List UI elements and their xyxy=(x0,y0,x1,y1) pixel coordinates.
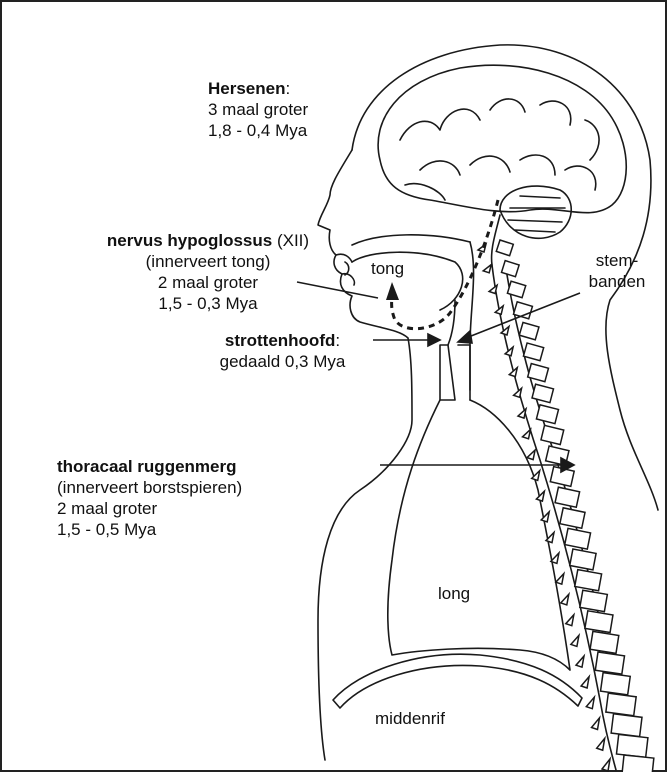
vertebra xyxy=(496,240,513,256)
vocal-line2: banden xyxy=(582,271,652,292)
vertebra xyxy=(565,528,591,549)
brain-line2: 1,8 - 0,4 Mya xyxy=(208,120,308,141)
tongue-label: tong xyxy=(371,258,404,279)
nerve-title: nervus hypoglossus xyxy=(107,231,272,250)
spinous-process xyxy=(518,409,526,418)
diaphragm xyxy=(333,654,582,708)
nerve-line2: 2 maal groter xyxy=(58,272,358,293)
spinous-process xyxy=(556,574,564,585)
vertebra xyxy=(601,673,631,695)
brain-title: Hersenen xyxy=(208,79,285,98)
vertebra xyxy=(611,714,642,737)
nerve-line3: 1,5 - 0,3 Mya xyxy=(58,293,358,314)
spinous-process xyxy=(483,265,491,273)
spinous-process xyxy=(527,450,535,460)
larynx-line1: gedaald 0,3 Mya xyxy=(190,351,375,372)
vertebra xyxy=(523,343,543,361)
vertebra xyxy=(585,611,613,633)
nerve-arrowhead xyxy=(386,282,399,300)
vertebra xyxy=(590,631,619,653)
vocal-line1: stem- xyxy=(582,250,652,271)
vertebra xyxy=(532,384,553,402)
spinous-process xyxy=(505,347,513,356)
nerve-suffix: (XII) xyxy=(272,231,309,250)
vertebra xyxy=(560,508,585,528)
spinous-process xyxy=(581,677,589,688)
spinous-process xyxy=(489,285,497,293)
diaphragm-label: middenrif xyxy=(375,708,445,729)
spinous-process xyxy=(551,553,559,563)
spine-line2: 2 maal groter xyxy=(57,498,242,519)
vertebra xyxy=(575,570,602,591)
vertebra xyxy=(622,755,654,772)
spinous-process xyxy=(602,759,610,771)
vertebra xyxy=(555,487,580,507)
vertebra xyxy=(606,693,636,715)
spinal-cord-left xyxy=(492,265,616,770)
larynx-title: strottenhoofd xyxy=(225,331,335,350)
spine-label: thoracaal ruggenmerg (innerveert borstsp… xyxy=(57,456,242,540)
spinous-process xyxy=(571,635,579,646)
vertebra xyxy=(536,405,558,424)
spinous-process xyxy=(576,656,584,667)
nerve-line1: (innerveert tong) xyxy=(58,251,358,272)
spine-line1: (innerveert borstspieren) xyxy=(57,477,242,498)
larynx-label: strottenhoofd: gedaald 0,3 Mya xyxy=(190,330,375,372)
spinous-process xyxy=(561,594,569,605)
vertebra xyxy=(580,590,607,611)
lung-label: long xyxy=(438,583,470,604)
spinous-process xyxy=(523,429,531,438)
brain-line1: 3 maal groter xyxy=(208,99,308,120)
palate xyxy=(352,235,470,245)
spinous-process xyxy=(586,697,594,709)
spinous-process xyxy=(566,615,574,626)
vertebra xyxy=(570,549,596,570)
vertebra xyxy=(595,652,624,674)
vertebra xyxy=(519,322,539,339)
spine-line3: 1,5 - 0,5 Mya xyxy=(57,519,242,540)
spinous-process xyxy=(597,738,605,750)
spinous-process xyxy=(536,491,544,501)
spine-title: thoracaal ruggenmerg xyxy=(57,457,237,476)
vertebra xyxy=(541,425,564,444)
larynx-shape xyxy=(440,345,470,400)
vertebra xyxy=(502,261,520,277)
spinous-process xyxy=(592,718,600,730)
vertebra xyxy=(616,734,647,757)
hypoglossal-nerve-path xyxy=(392,200,498,329)
larynx-suffix: : xyxy=(335,331,340,350)
tongue-shape xyxy=(352,252,463,310)
brain-gyri xyxy=(400,99,599,200)
brain-outline xyxy=(378,65,626,213)
nerve-label: nervus hypoglossus (XII) (innerveert ton… xyxy=(58,230,358,314)
vocal-label: stem- banden xyxy=(582,250,652,292)
brain-label: Hersenen: 3 maal groter 1,8 - 0,4 Mya xyxy=(208,78,308,141)
brain-suffix: : xyxy=(285,79,290,98)
